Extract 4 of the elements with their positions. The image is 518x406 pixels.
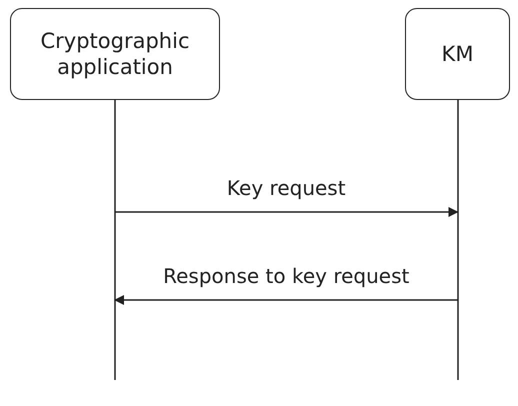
message-arrow <box>115 207 458 217</box>
participant-name: KM <box>442 41 474 67</box>
participant-name: Cryptographic application <box>40 28 190 80</box>
message-arrow <box>114 295 458 305</box>
